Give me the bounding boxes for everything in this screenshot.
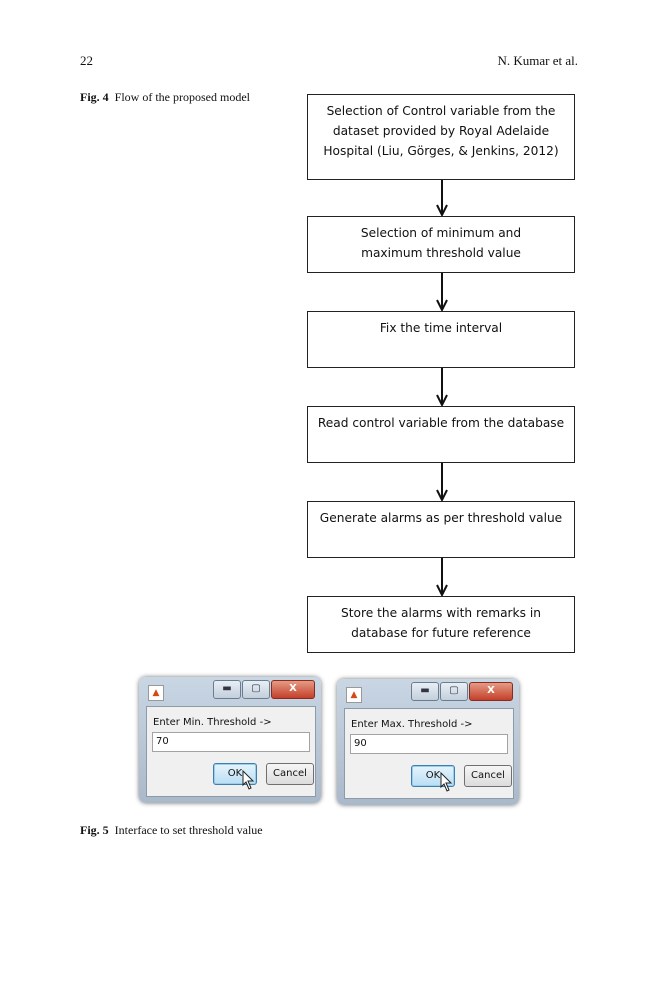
fig5-label: Fig. 5 [80, 823, 109, 837]
max-threshold-dialog: ▲ ▬ ▢ X Enter Max. Threshold -> 90 OK Ca… [337, 679, 519, 805]
flow-step-1: Selection of Control variable from the d… [307, 94, 575, 180]
minimize-button[interactable]: ▬ [411, 682, 439, 701]
max-threshold-prompt: Enter Max. Threshold -> [351, 719, 473, 730]
cancel-button[interactable]: Cancel [464, 765, 512, 787]
maximize-button[interactable]: ▢ [242, 680, 270, 699]
close-button[interactable]: X [271, 680, 315, 699]
min-threshold-dialog: ▲ ▬ ▢ X Enter Min. Threshold -> 70 OK Ca… [139, 677, 321, 803]
dialog-body: Enter Max. Threshold -> 90 OK Cancel [344, 708, 514, 799]
min-threshold-prompt: Enter Min. Threshold -> [153, 717, 272, 728]
cancel-button[interactable]: Cancel [266, 763, 314, 785]
flow-arrow-5 [436, 558, 448, 596]
flow-step-4: Read control variable from the database [307, 406, 575, 463]
title-bar-buttons: ▬ ▢ X [212, 680, 315, 699]
matlab-icon: ▲ [148, 685, 164, 701]
flow-step-6: Store the alarms with remarks in databas… [307, 596, 575, 653]
dialog-body: Enter Min. Threshold -> 70 OK Cancel [146, 706, 316, 797]
fig5-caption-text: Interface to set threshold value [114, 823, 263, 837]
mouse-cursor-icon [440, 772, 453, 792]
min-threshold-input[interactable]: 70 [152, 732, 310, 752]
flow-step-3: Fix the time interval [307, 311, 575, 368]
close-button[interactable]: X [469, 682, 513, 701]
flow-arrow-4 [436, 463, 448, 501]
flow-arrow-2 [436, 273, 448, 311]
flow-arrow-1 [436, 180, 448, 216]
fig4-caption: Fig. 4 Flow of the proposed model [80, 90, 260, 105]
minimize-button[interactable]: ▬ [213, 680, 241, 699]
flow-arrow-3 [436, 368, 448, 406]
running-head: N. Kumar et al. [497, 53, 578, 68]
flow-step-5: Generate alarms as per threshold value [307, 501, 575, 558]
title-bar-buttons: ▬ ▢ X [410, 682, 513, 701]
fig5-caption: Fig. 5 Interface to set threshold value [80, 823, 263, 838]
fig4-caption-text: Flow of the proposed model [114, 90, 250, 104]
max-threshold-input[interactable]: 90 [350, 734, 508, 754]
fig4-label: Fig. 4 [80, 90, 109, 104]
flow-step-2: Selection of minimum and maximum thresho… [307, 216, 575, 273]
matlab-icon: ▲ [346, 687, 362, 703]
page-number: 22 [80, 53, 93, 68]
mouse-cursor-icon [242, 770, 255, 790]
maximize-button[interactable]: ▢ [440, 682, 468, 701]
